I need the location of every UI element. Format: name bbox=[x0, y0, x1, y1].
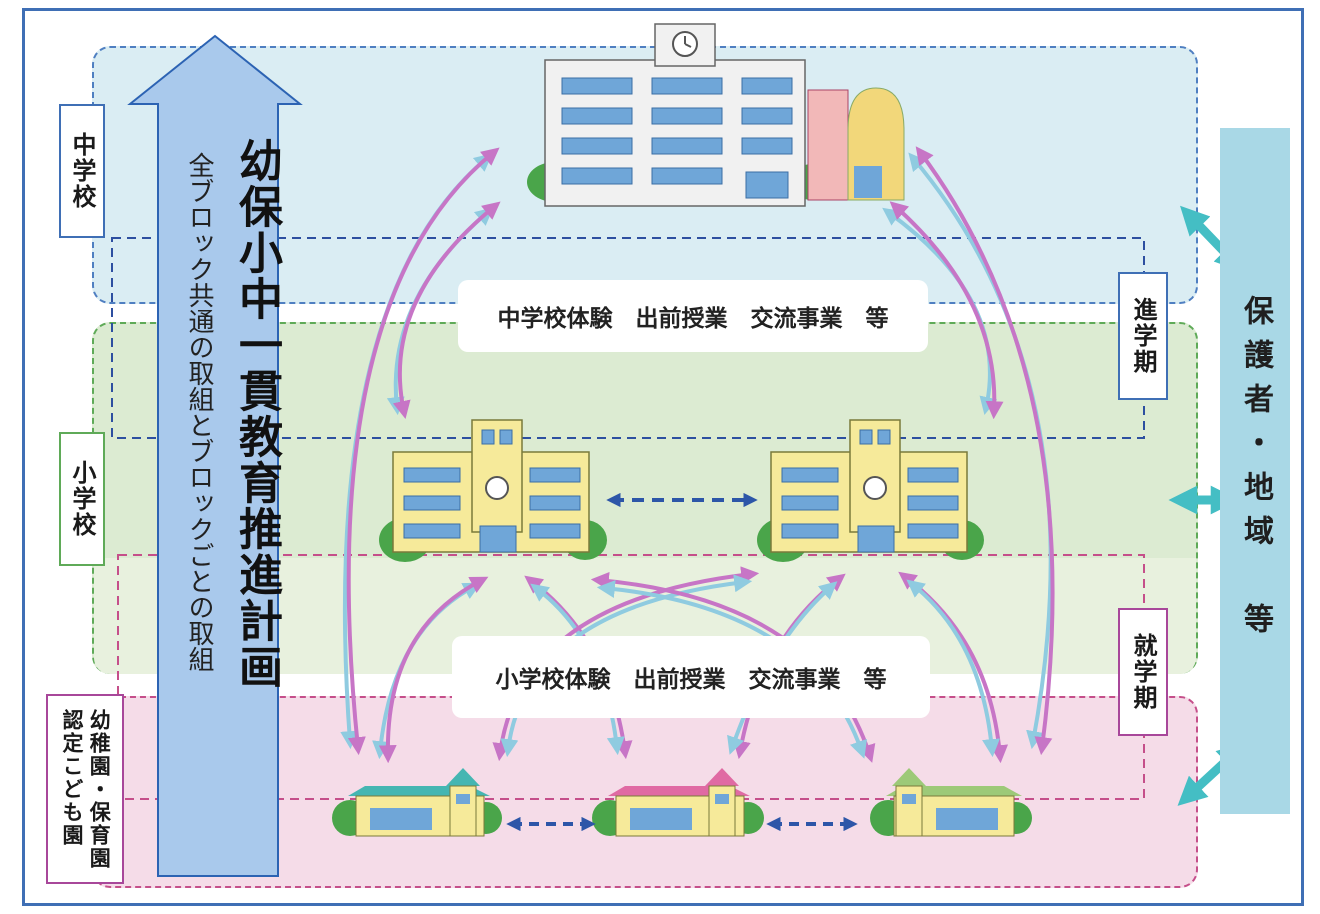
label-advancement-period: 進学期 bbox=[1118, 272, 1168, 400]
building-windows bbox=[561, 77, 793, 199]
link-arrow bbox=[915, 146, 1055, 756]
link-arrow bbox=[346, 147, 500, 756]
guardian-community-panel: 保護者・地域 等 bbox=[1220, 128, 1290, 814]
link-arrow bbox=[906, 579, 1000, 758]
building-windows bbox=[403, 429, 581, 553]
kindergarten-3 bbox=[870, 768, 1032, 837]
link-arrow bbox=[889, 201, 1004, 420]
kindergarten-gable bbox=[892, 768, 926, 786]
kindergarten-1 bbox=[332, 768, 502, 837]
plan-arrow bbox=[127, 34, 303, 877]
link-arrow bbox=[392, 201, 501, 420]
elementary-school-right bbox=[757, 419, 984, 562]
label-preschool: 幼稚園・保育園 認定こども園 bbox=[46, 694, 124, 884]
clock-icon bbox=[485, 476, 509, 500]
label-preschool-text: 幼稚園・保育園 認定こども園 bbox=[60, 708, 112, 870]
elementary-school-left bbox=[379, 419, 607, 562]
gym-wall bbox=[807, 89, 849, 201]
label-enrollment-period: 就学期 bbox=[1118, 608, 1168, 736]
kindergarten-gable bbox=[446, 768, 480, 786]
outer-frame bbox=[22, 8, 1304, 906]
activity-junior-high: 中学校体験 出前授業 交流事業 等 bbox=[458, 280, 928, 352]
building-windows bbox=[370, 794, 470, 830]
plan-title: 幼保小中一貫教育推進計画 bbox=[231, 138, 282, 690]
gym-door bbox=[854, 166, 882, 198]
label-elementary: 小学校 bbox=[59, 432, 105, 566]
link-arrow bbox=[378, 576, 489, 764]
kindergarten-2 bbox=[592, 768, 764, 837]
building-windows bbox=[630, 794, 729, 830]
junior-high-building bbox=[527, 23, 905, 207]
clock-hands bbox=[684, 36, 692, 48]
guardian-community-label: 保護者・地域 等 bbox=[1238, 295, 1273, 647]
kindergarten-tower bbox=[449, 785, 477, 837]
clock-icon bbox=[863, 476, 887, 500]
kindergarten-tower bbox=[895, 785, 923, 837]
building-windows bbox=[781, 429, 959, 553]
plan-subtitle: 全ブロック共通の取組とブロックごとの取組 bbox=[184, 152, 214, 672]
label-junior-high: 中学校 bbox=[59, 104, 105, 238]
kindergarten-gable bbox=[705, 768, 739, 786]
kindergarten-tower bbox=[708, 785, 736, 837]
building-windows bbox=[902, 794, 998, 830]
activity-elementary: 小学校体験 出前授業 交流事業 等 bbox=[452, 636, 930, 718]
